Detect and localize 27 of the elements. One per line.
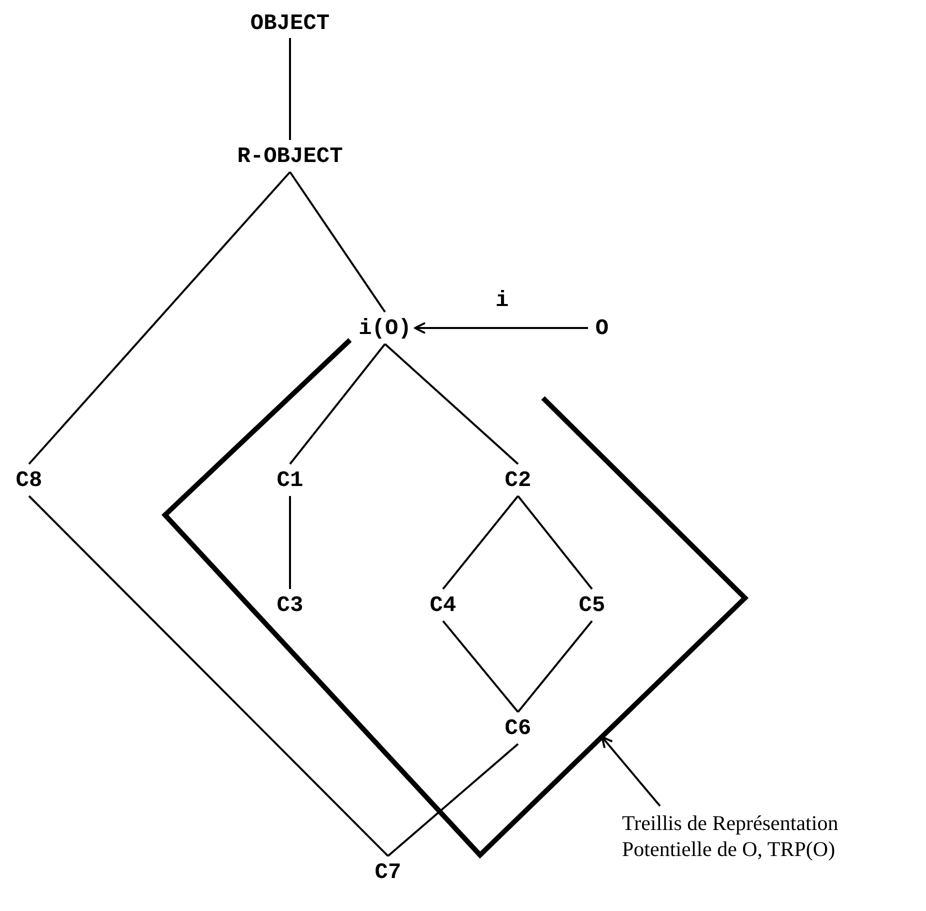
connector-line [384,343,519,465]
concept-label: C6 [496,712,540,744]
connector-line [289,171,386,313]
connector-line [28,495,389,857]
connector-line [517,495,593,590]
connector-line [442,495,519,590]
connector-line [387,743,519,857]
leader-line [601,736,661,807]
concept-label: C2 [496,464,540,496]
concept-label: C3 [268,589,312,621]
concept-label: OBJECT [230,8,350,38]
connector-line [28,171,291,465]
connector-line [289,343,386,465]
concept-label: R-OBJECT [215,140,365,172]
concept-label: C4 [421,589,465,621]
connector-line [289,496,291,589]
concept-label: i(O) [355,312,415,344]
connector-line [442,620,519,713]
annotation-text: Treillis de Représentation Potentielle de O, TRP(O) [622,806,892,866]
connector-line [517,620,593,713]
concept-label: O [588,312,616,344]
concept-label: C8 [8,464,50,496]
concept-label: C7 [366,856,410,888]
concept-label: C5 [570,589,614,621]
arrow [414,322,588,334]
connector-line [289,38,291,140]
concept-label: C1 [268,464,312,496]
